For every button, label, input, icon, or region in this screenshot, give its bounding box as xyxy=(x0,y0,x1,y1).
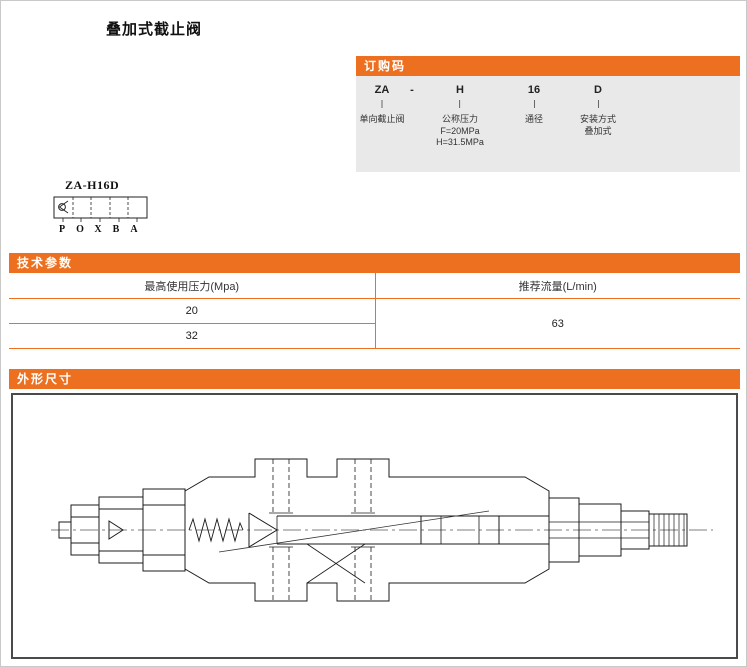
order-code: ZA xyxy=(374,84,390,96)
order-code-column-za: ZA 单向截止阀 xyxy=(359,84,404,126)
page-title: 叠加式截止阀 xyxy=(106,21,203,38)
code-tick xyxy=(381,100,383,108)
order-code-column-16: 16 通径 xyxy=(525,84,543,126)
column-header-pressure: 最高使用压力(Mpa) xyxy=(9,273,375,299)
hydraulic-symbol-block: ZA-H16D P O X B A xyxy=(51,178,181,235)
order-code: D xyxy=(594,84,602,96)
order-code: 16 xyxy=(527,84,541,96)
dimensions-header-bar: 外形尺寸 xyxy=(9,369,740,389)
port-label-p: P xyxy=(58,224,66,235)
flow-value-cell: 63 xyxy=(374,299,740,349)
ordering-panel: ZA 单向截止阀 - H 公称压力 F=20MPa H=31.5MPa 16 通… xyxy=(356,76,740,172)
code-tick xyxy=(459,100,461,108)
order-code-labels: 通径 xyxy=(525,114,543,126)
pressure-value-cell: 20 xyxy=(9,299,375,324)
hydraulic-symbol xyxy=(53,196,148,222)
order-code-label: F=20MPa xyxy=(440,125,480,136)
port-label-o: O xyxy=(76,224,84,235)
port-label-a: A xyxy=(130,224,138,235)
dimension-drawing-box xyxy=(11,393,738,659)
port-labels: P O X B A xyxy=(53,224,181,235)
column-header-flow: 推荐流量(L/min) xyxy=(374,273,740,299)
port-label-x: X xyxy=(94,224,102,235)
order-code-column-d: D 安装方式 叠加式 xyxy=(580,84,616,137)
port-label-b: B xyxy=(112,224,120,235)
tech-params-header-bar: 技术参数 xyxy=(9,253,740,273)
order-code-labels: 安装方式 叠加式 xyxy=(580,114,616,137)
order-code-column-dash: - xyxy=(410,84,414,108)
valve-cross-section-drawing xyxy=(51,458,713,602)
order-code-label: 通径 xyxy=(524,114,544,124)
order-code-labels: 公称压力 F=20MPa H=31.5MPa xyxy=(436,114,484,149)
code-tick xyxy=(533,100,535,108)
model-label: ZA-H16D xyxy=(65,178,120,192)
code-tick xyxy=(597,100,599,108)
order-code: - xyxy=(410,84,414,96)
order-code-label: 叠加式 xyxy=(584,125,612,136)
ordering-header-bar: 订购码 xyxy=(356,56,740,76)
order-code-column-h: H 公称压力 F=20MPa H=31.5MPa xyxy=(436,84,484,149)
order-code: H xyxy=(456,84,464,96)
order-code-labels: 单向截止阀 xyxy=(359,114,404,126)
tech-params-table: 最高使用压力(Mpa) 推荐流量(L/min) 20 32 63 xyxy=(9,273,740,349)
order-code-label: 安装方式 xyxy=(579,114,617,124)
order-code-label: 公称压力 xyxy=(441,114,478,124)
pressure-value-cell: 32 xyxy=(9,324,375,349)
order-code-label: 单向截止阀 xyxy=(359,114,405,124)
order-code-label: H=31.5MPa xyxy=(436,137,484,147)
